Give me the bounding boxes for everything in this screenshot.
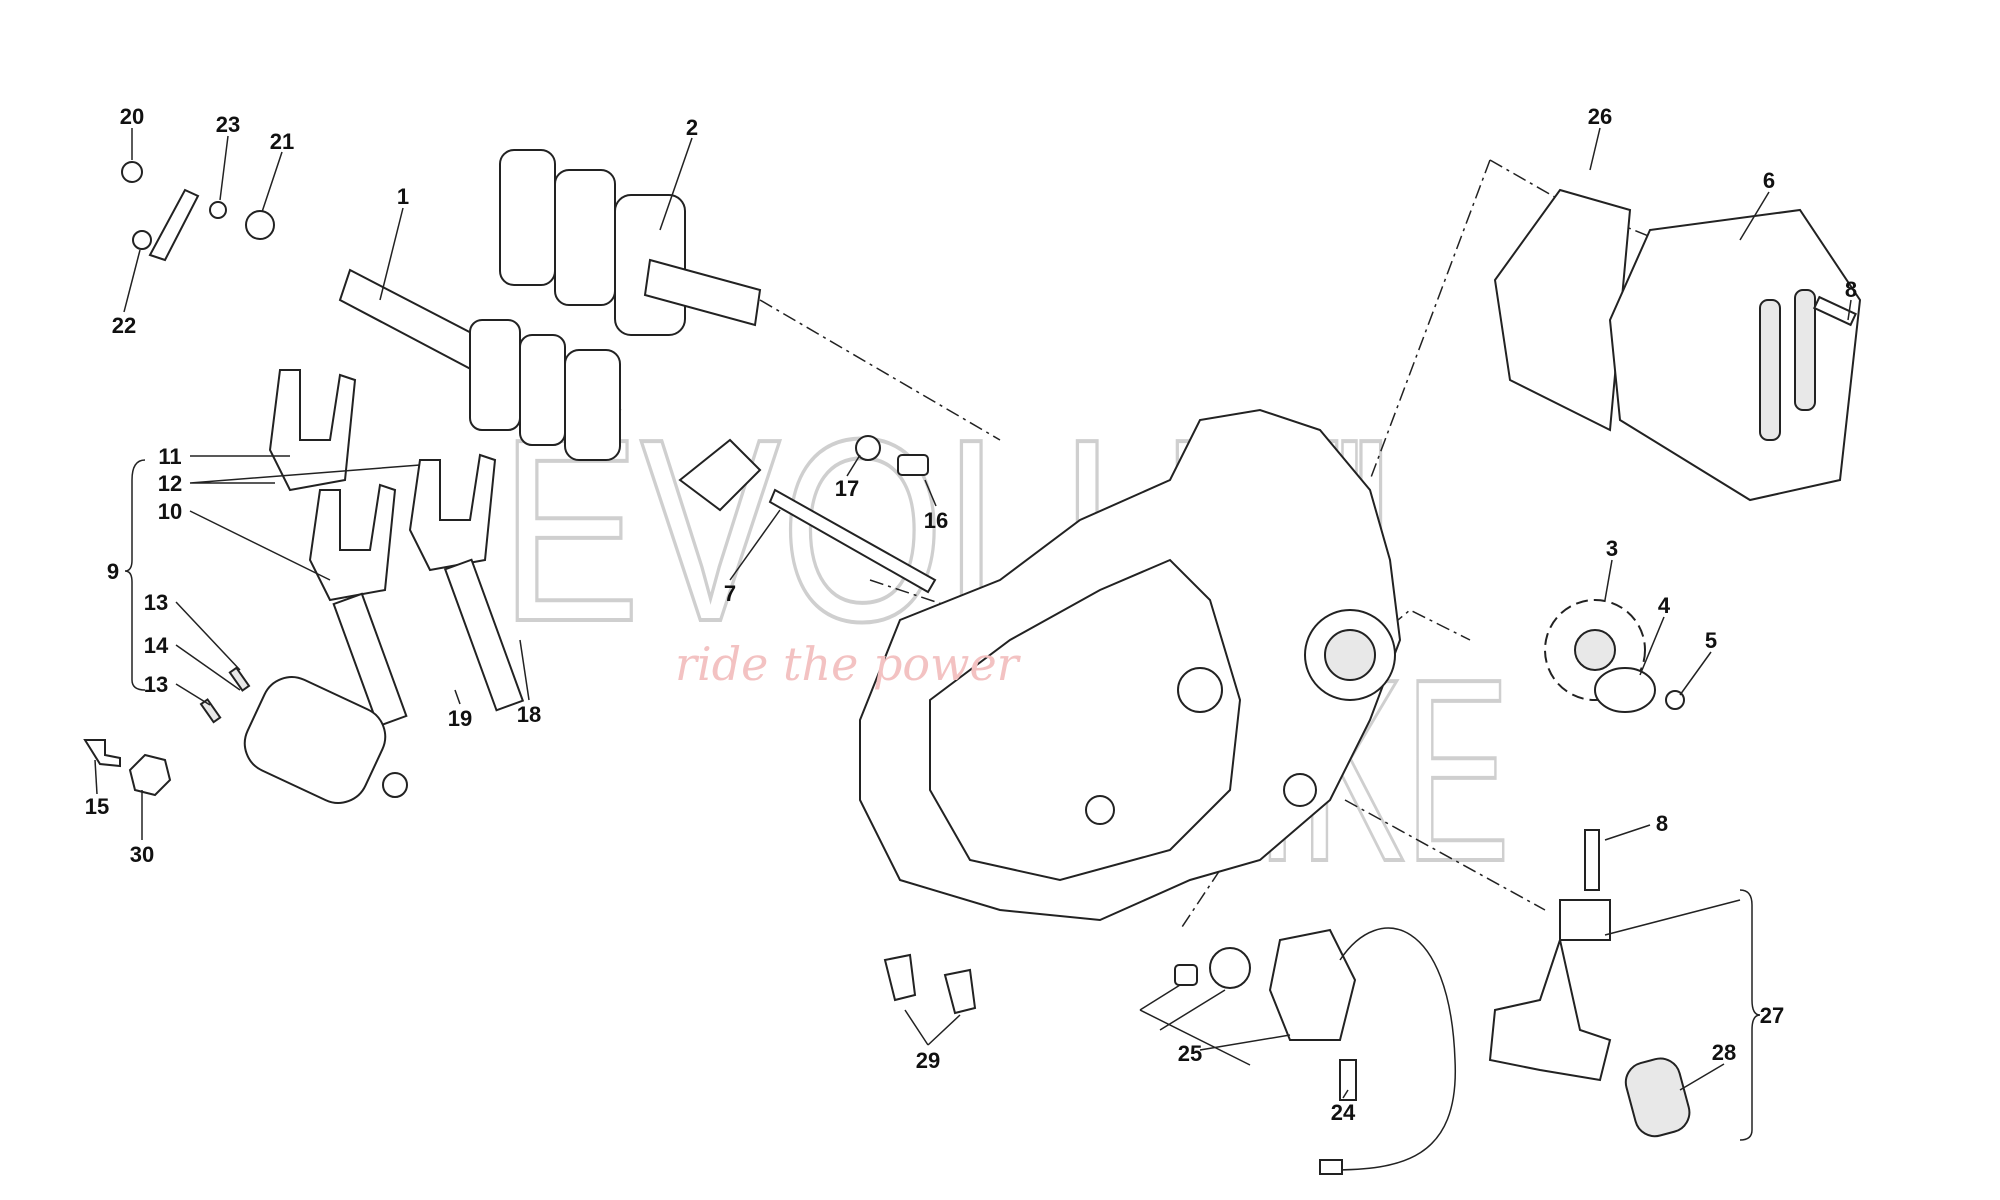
callout-21: 21	[270, 129, 294, 154]
callout-4: 4	[1658, 593, 1671, 618]
callout-10: 10	[158, 499, 182, 524]
shift-shaft	[678, 435, 937, 594]
callout-9: 9	[107, 559, 119, 584]
callout-labels: 20 23 21 22 1 2 26 6 8 11 12 10 9 13 14 …	[85, 104, 1857, 1125]
sprocket-cover	[1493, 188, 1862, 502]
gear-shafts	[338, 149, 762, 461]
callout-28: 28	[1712, 1040, 1736, 1065]
callout-5: 5	[1705, 628, 1717, 653]
callout-1: 1	[397, 184, 409, 209]
sprocket	[1544, 599, 1685, 713]
callout-13-upper: 13	[144, 590, 168, 615]
callout-18: 18	[517, 702, 541, 727]
callout-27: 27	[1760, 1003, 1784, 1028]
callout-11: 11	[158, 444, 181, 469]
callout-22: 22	[112, 313, 136, 338]
callout-7: 7	[724, 581, 736, 606]
callout-2: 2	[686, 115, 698, 140]
callout-13-lower: 13	[144, 672, 168, 697]
callout-24: 24	[1331, 1100, 1356, 1125]
callout-17: 17	[835, 476, 859, 501]
callout-15: 15	[85, 794, 109, 819]
callout-26: 26	[1588, 104, 1612, 129]
neutral-switch	[883, 927, 1456, 1175]
callout-29: 29	[916, 1048, 940, 1073]
callout-12: 12	[158, 471, 182, 496]
callout-8-top: 8	[1845, 277, 1857, 302]
gear-lever	[1488, 829, 1691, 1138]
shift-forks	[83, 369, 525, 804]
leader-lines	[94, 127, 1852, 1141]
callout-6: 6	[1763, 168, 1775, 193]
callout-14: 14	[144, 633, 169, 658]
callout-19: 19	[448, 706, 472, 731]
callout-16: 16	[924, 508, 948, 533]
callout-3: 3	[1606, 536, 1618, 561]
callout-8-lower: 8	[1656, 811, 1668, 836]
callout-23: 23	[216, 112, 240, 137]
callout-30: 30	[130, 842, 154, 867]
callout-20: 20	[120, 104, 144, 129]
callout-25: 25	[1178, 1041, 1202, 1066]
shift-stopper-parts	[121, 161, 275, 262]
crankcase	[859, 408, 1402, 922]
